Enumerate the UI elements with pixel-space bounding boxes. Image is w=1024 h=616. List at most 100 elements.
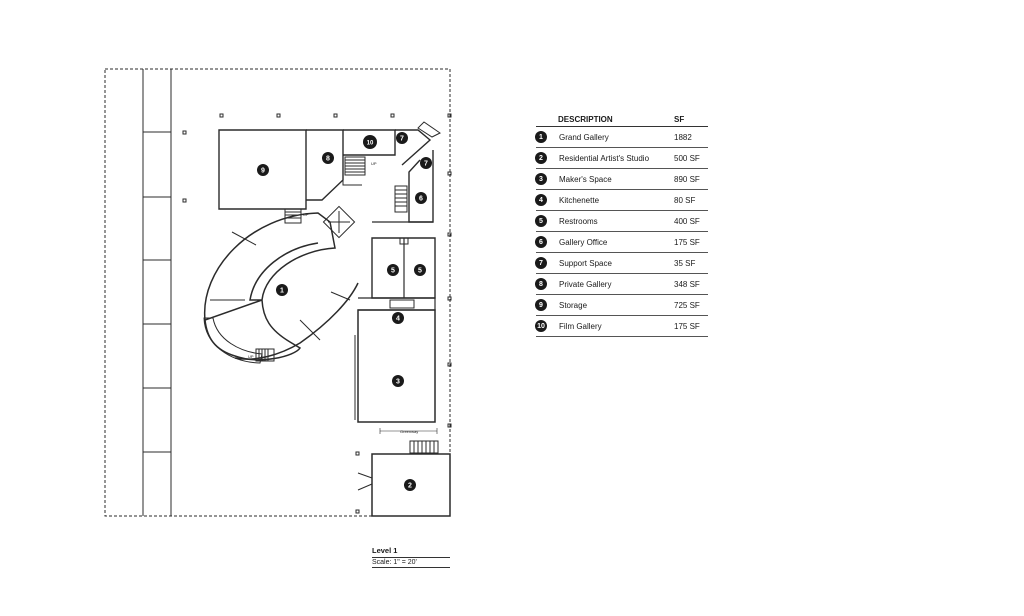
svg-text:5: 5	[418, 268, 422, 275]
room-marker-storage: 9	[257, 164, 269, 176]
scale-label: Scale: 1" = 20'	[372, 558, 450, 568]
svg-text:2: 2	[408, 483, 412, 490]
legend-header-description: DESCRIPTION	[558, 114, 613, 124]
support-space-wall	[395, 129, 432, 166]
legend-description: Kitchenette	[559, 195, 600, 205]
legend-number-badge: 10	[535, 320, 547, 332]
kitchenette-counter	[389, 299, 415, 309]
storage-room-wall	[218, 129, 307, 210]
column-marker	[276, 113, 281, 118]
legend-row: 9 Storage 725 SF	[535, 295, 708, 316]
legend-number-badge: 1	[535, 131, 547, 143]
legend-sf: 35 SF	[674, 258, 696, 268]
room-marker-support-space-b: 7	[420, 157, 432, 169]
legend-rows: 1 Grand Gallery 1882 2 Residential Artist's …	[535, 127, 708, 337]
column-marker	[182, 130, 187, 135]
room-marker-film-gallery: 10	[363, 135, 377, 149]
studio-entry	[357, 472, 373, 491]
svg-text:6: 6	[419, 196, 423, 203]
column-marker	[447, 423, 452, 428]
makers-space-wall	[357, 309, 436, 423]
legend-sf: 348 SF	[674, 279, 700, 289]
room-marker-support-space-a: 7	[396, 132, 408, 144]
legend-description: Gallery Office	[559, 237, 608, 247]
legend-header-sf: SF	[674, 114, 685, 124]
stair-gallery-south	[255, 348, 275, 362]
stair-office	[394, 185, 408, 213]
legend-description: Film Gallery	[559, 321, 602, 331]
column-marker	[390, 113, 395, 118]
svg-text:10: 10	[367, 141, 374, 147]
legend-row: 8 Private Gallery 348 SF	[535, 274, 708, 295]
legend-sf: 1882	[674, 132, 692, 142]
room-marker-makers-space: 3	[392, 375, 404, 387]
grand-gallery-bay	[203, 317, 263, 364]
legend-row: 6 Gallery Office 175 SF	[535, 232, 708, 253]
greenway-label: Greenway	[400, 429, 418, 434]
legend-description: Private Gallery	[559, 279, 612, 289]
legend-number-badge: 9	[535, 299, 547, 311]
svg-text:4: 4	[396, 316, 400, 323]
stair-up-label: UP	[303, 212, 309, 217]
legend-description: Residential Artist's Studio	[559, 153, 650, 163]
legend-sf: 890 SF	[674, 174, 700, 184]
legend-number-badge: 7	[535, 257, 547, 269]
legend-sf: 175 SF	[674, 321, 700, 331]
svg-text:3: 3	[396, 379, 400, 386]
legend-row: 10 Film Gallery 175 SF	[535, 316, 708, 337]
room-legend: DESCRIPTION SF 1 Grand Gallery 1882 2 Reside…	[535, 112, 708, 337]
stair-up-label: UP	[248, 354, 254, 359]
column-marker	[355, 451, 360, 456]
legend-number-badge: 2	[535, 152, 547, 164]
column-marker	[355, 509, 360, 514]
stair-north	[344, 156, 366, 176]
room-marker-gallery-office: 6	[415, 192, 427, 204]
level-label: Level 1	[372, 546, 450, 558]
room-marker-kitchenette: 4	[392, 312, 404, 324]
room-marker-restroom-b: 5	[414, 264, 426, 276]
legend-number-badge: 8	[535, 278, 547, 290]
legend-description: Storage	[559, 300, 588, 310]
legend-sf: 500 SF	[674, 153, 700, 163]
private-gallery-wall	[306, 129, 344, 201]
site-boundary	[104, 68, 451, 517]
room-marker-private-gallery: 8	[322, 152, 334, 164]
column-marker	[219, 113, 224, 118]
legend-number-badge: 5	[535, 215, 547, 227]
column-marker	[447, 362, 452, 367]
column-marker	[333, 113, 338, 118]
grand-gallery-east-wall	[234, 282, 359, 360]
stair-studio	[409, 440, 439, 454]
artist-studio-wall	[371, 453, 451, 517]
svg-text:7: 7	[400, 136, 404, 143]
legend-row: 1 Grand Gallery 1882	[535, 127, 708, 148]
room-marker-grand-gallery: 1	[276, 284, 288, 296]
column-marker	[447, 232, 452, 237]
support-space-diagonal	[417, 121, 441, 138]
legend-sf: 725 SF	[674, 300, 700, 310]
legend-row: 2 Residential Artist's Studio 500 SF	[535, 148, 708, 169]
legend-description: Restrooms	[559, 216, 598, 226]
legend-sf: 400 SF	[674, 216, 700, 226]
stair-gallery-north	[284, 208, 302, 224]
svg-text:9: 9	[261, 168, 265, 175]
legend-sf: 175 SF	[674, 237, 700, 247]
svg-text:8: 8	[326, 156, 330, 163]
stair-up-label: UP	[371, 161, 377, 166]
svg-text:7: 7	[424, 161, 428, 168]
scale-block: Level 1 Scale: 1" = 20'	[372, 546, 450, 568]
legend-description: Grand Gallery	[559, 132, 609, 142]
svg-text:1: 1	[280, 288, 284, 295]
legend-number-badge: 6	[535, 236, 547, 248]
legend-number-badge: 4	[535, 194, 547, 206]
film-gallery-wall	[343, 129, 396, 156]
room-marker-restroom-a: 5	[387, 264, 399, 276]
legend-header: DESCRIPTION SF	[536, 112, 708, 127]
column-marker	[447, 113, 452, 118]
legend-number-badge: 3	[535, 173, 547, 185]
svg-text:5: 5	[391, 268, 395, 275]
legend-row: 5 Restrooms 400 SF	[535, 211, 708, 232]
